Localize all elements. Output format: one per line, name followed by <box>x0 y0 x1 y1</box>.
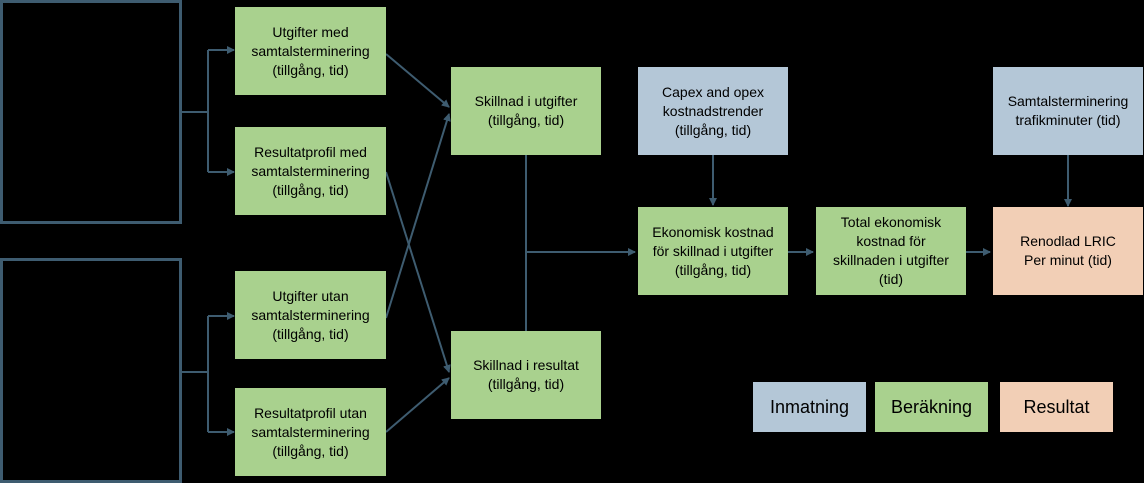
input-frame-top <box>0 0 182 224</box>
connector-cost-with-to-diff-cost <box>385 53 450 108</box>
legend-input: Inmatning <box>753 382 866 432</box>
connector-cost-without-to-diff-cost <box>385 113 451 319</box>
node-difference-in-result: Skillnad i resultat (tillgång, tid) <box>451 331 601 419</box>
node-economic-cost: Ekonomisk kostnad för skillnad i utgifte… <box>638 207 788 295</box>
node-pure-lric-per-minute: Renodlad LRIC Per minut (tid) <box>993 207 1143 295</box>
node-cost-with-termination: Utgifter med samtalsterminering (tillgån… <box>235 7 386 95</box>
node-difference-in-cost: Skillnad i utgifter (tillgång, tid) <box>451 67 601 155</box>
legend-result: Resultat <box>1000 382 1113 432</box>
node-profile-with-termination: Resultatprofil med samtalsterminering (t… <box>235 127 386 215</box>
input-frame-bottom <box>0 258 182 483</box>
connector-profile-with-to-diff-result <box>385 171 451 373</box>
node-total-economic-cost: Total ekonomisk kostnad för skillnaden i… <box>816 207 966 295</box>
node-termination-traffic-minutes: Samtalsterminering trafikminuter (tid) <box>993 67 1143 155</box>
legend-calculation: Beräkning <box>875 382 988 432</box>
node-capex-opex-trends: Capex and opex kostnadstrender (tillgång… <box>638 67 788 155</box>
node-profile-without-termination: Resultatprofil utan samtalsterminering (… <box>235 388 386 476</box>
node-cost-without-termination: Utgifter utan samtalsterminering (tillgå… <box>235 271 386 359</box>
connector-profile-without-to-diff-result <box>385 377 450 433</box>
